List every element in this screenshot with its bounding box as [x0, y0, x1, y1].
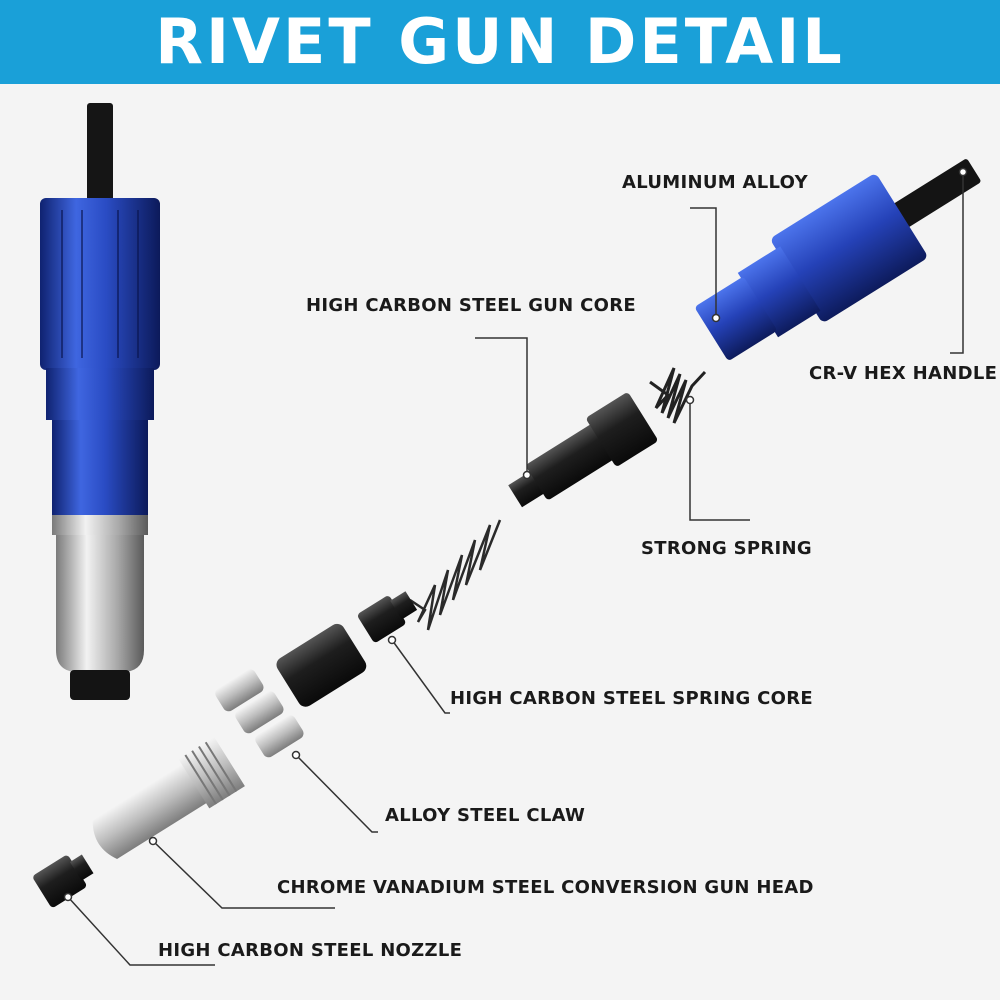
- gun-core-part: [508, 393, 658, 508]
- assembled-rivet-gun: [40, 103, 160, 700]
- hex-shaft: [87, 103, 113, 201]
- title-banner: RIVET GUN DETAIL: [0, 0, 1000, 84]
- body-hex-section: [46, 368, 154, 420]
- label-claw: ALLOY STEEL CLAW: [385, 805, 586, 826]
- steel-ring: [52, 515, 148, 535]
- page-title: RIVET GUN DETAIL: [155, 5, 845, 78]
- strong-spring-upper: [649, 367, 707, 424]
- body-lower: [52, 420, 148, 516]
- label-aluminum-alloy: ALUMINUM ALLOY: [622, 172, 808, 193]
- aluminum-handle-part: [695, 159, 981, 360]
- steel-gun-head: [56, 535, 144, 672]
- label-gun-core: HIGH CARBON STEEL GUN CORE: [306, 295, 636, 316]
- label-spring-core: HIGH CARBON STEEL SPRING CORE: [450, 688, 813, 709]
- exploded-diagram: [33, 103, 981, 966]
- strong-spring-lower: [409, 519, 502, 631]
- conversion-gun-head-part: [92, 736, 245, 859]
- hex-handle-shaft: [891, 159, 981, 229]
- nozzle-tip: [70, 670, 130, 700]
- leader-lines: [67, 172, 964, 966]
- label-hex-handle: CR-V HEX HANDLE: [809, 363, 998, 384]
- nozzle-part: [33, 854, 94, 908]
- alloy-steel-claw-part: [215, 669, 304, 758]
- label-nozzle: HIGH CARBON STEEL NOZZLE: [158, 940, 463, 961]
- spring-core-part: [357, 591, 418, 643]
- aluminum-body: [40, 198, 160, 370]
- black-sleeve-part: [276, 623, 367, 707]
- label-strong-spring: STRONG SPRING: [641, 538, 812, 559]
- label-gun-head: CHROME VANADIUM STEEL CONVERSION GUN HEA…: [277, 877, 814, 898]
